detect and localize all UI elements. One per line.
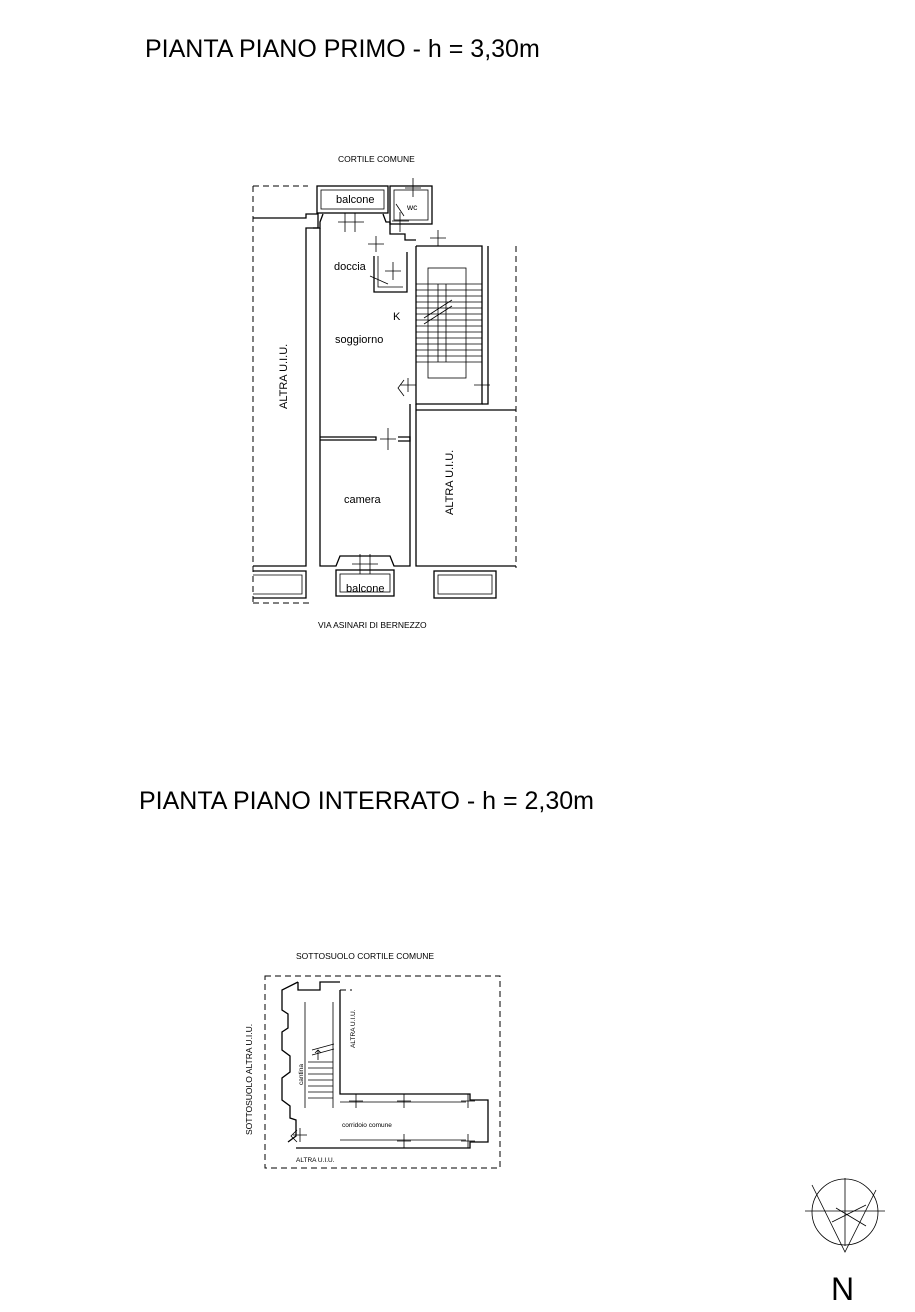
partition-wall-end	[398, 436, 411, 442]
left-neighbour-balcony	[253, 570, 307, 599]
cellar-jagged-wall	[281, 981, 299, 1143]
wc-room-inner	[393, 189, 429, 221]
right-neighbour-balcony-inner	[437, 574, 493, 595]
corridor-doors	[290, 1094, 475, 1148]
shower-inner	[377, 256, 403, 288]
other-unit-left-label: ALTRA U.I.U.	[278, 344, 290, 409]
shower-label: doccia	[334, 261, 367, 273]
right-neighbour-wall	[415, 404, 516, 567]
balcony-bottom-label: balcone	[346, 583, 385, 595]
cellar-top-wall	[297, 981, 340, 991]
north-label: N	[831, 1271, 854, 1307]
left-neighbour-balcony-inner	[253, 574, 303, 595]
left-neighbour-wall	[253, 213, 319, 567]
shower-leader	[369, 275, 389, 285]
first-floor-title: PIANTA PIANO PRIMO - h = 3,30m	[145, 35, 540, 63]
north-arrow-icon	[805, 1178, 885, 1253]
staircase-steps	[416, 283, 482, 363]
top-wall-segment	[382, 213, 416, 241]
right-neighbour-balcony	[433, 570, 497, 599]
basement-title: PIANTA PIANO INTERRATO - h = 2,30m	[139, 787, 594, 815]
living-room-label: soggiorno	[335, 334, 383, 346]
basement-courtyard-label: SOTTOSUOLO CORTILE COMUNE	[296, 951, 434, 961]
top-door-mark	[368, 236, 384, 252]
basement-staircase	[308, 1043, 335, 1099]
balcony-bottom-inner	[339, 573, 391, 593]
top-window	[338, 213, 364, 232]
first-floor-plan: CORTILE COMUNE balcone wc doccia K soggi…	[252, 154, 517, 630]
wc-label: wc	[406, 202, 418, 212]
stair-door	[397, 378, 416, 397]
cellar-inner-walls	[304, 1002, 334, 1108]
basement-other-left-label: SOTTOSUOLO ALTRA U.I.U.	[244, 1024, 254, 1135]
basement-other-bottom-label: ALTRA U.I.U.	[296, 1157, 335, 1164]
wc-window	[405, 178, 421, 197]
basement-boundary	[264, 975, 501, 1169]
corridor-wall	[296, 990, 489, 1149]
staircase-right-wall	[482, 246, 489, 405]
corridor-inner-walls	[340, 1101, 466, 1141]
balcony-bottom	[335, 569, 395, 597]
basement-other-top-label: ALTRA U.I.U.	[350, 1009, 357, 1048]
balcony-top-label: balcone	[336, 194, 375, 206]
unit-wall-corner	[313, 213, 324, 229]
unit-outer-wall	[319, 228, 411, 567]
wc-door	[392, 203, 409, 232]
courtyard-label: CORTILE COMUNE	[338, 154, 415, 164]
cellar-label: cantina	[298, 1064, 305, 1085]
staircase-well	[427, 267, 467, 379]
wc-room	[389, 185, 433, 225]
partition-wall	[320, 436, 377, 441]
shower-door	[385, 262, 401, 280]
bottom-window	[352, 554, 378, 574]
staircase-outer	[415, 245, 483, 405]
balcony-top	[316, 185, 389, 214]
basement-plan: SOTTOSUOLO CORTILE COMUNE SOTTOSUOLO ALT…	[244, 951, 501, 1169]
stair-top-door	[430, 230, 446, 246]
street-label: VIA ASINARI DI BERNEZZO	[318, 620, 427, 630]
bedroom-label: camera	[344, 494, 382, 506]
bedroom-door	[380, 428, 396, 450]
corridor-label: corridoio comune	[342, 1122, 392, 1129]
stair-door-right	[474, 378, 490, 392]
kitchen-mark: K	[393, 311, 401, 323]
other-unit-right-label: ALTRA U.I.U.	[444, 450, 456, 515]
shower-wall	[373, 252, 408, 293]
balcony-top-inner	[320, 189, 385, 210]
